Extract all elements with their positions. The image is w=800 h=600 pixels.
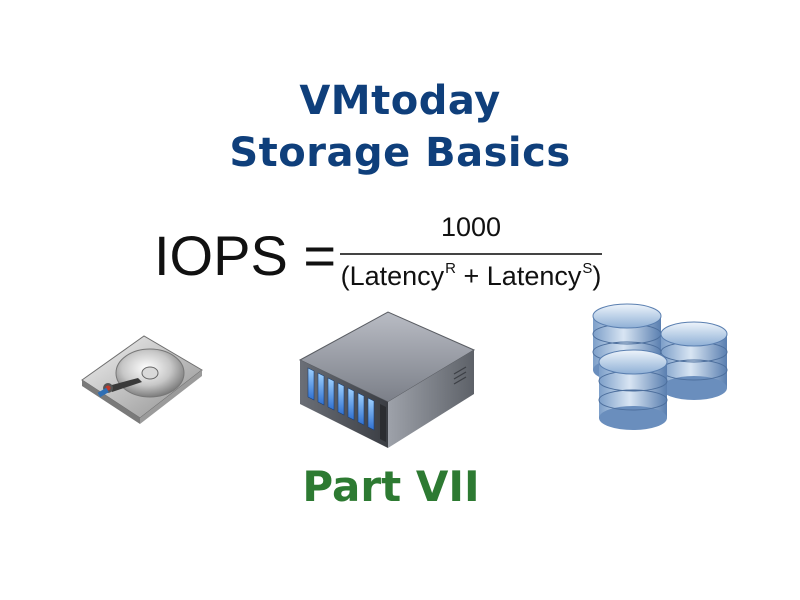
formula-denominator: (LatencyR + LatencyS) <box>336 260 606 292</box>
title-line-2: Storage Basics <box>229 130 571 176</box>
superscript-r: R <box>445 260 457 277</box>
database-icon <box>592 303 728 430</box>
denominator-middle: + Latency <box>456 261 582 291</box>
denominator-close: ) <box>592 261 602 291</box>
formula-lhs: IOPS = <box>154 224 337 287</box>
denominator-open: (Latency <box>340 261 445 291</box>
hard-drive-icon <box>81 335 203 424</box>
formula-numerator: 1000 <box>440 212 502 242</box>
fraction-bar <box>340 253 602 255</box>
part-label: Part VII <box>302 462 480 511</box>
superscript-s: S <box>582 260 593 277</box>
storage-array-icon <box>298 311 476 448</box>
iops-formula: IOPS = 1000 (LatencyR + LatencyS) <box>150 210 620 310</box>
title-line-1: VMtoday <box>299 78 501 124</box>
